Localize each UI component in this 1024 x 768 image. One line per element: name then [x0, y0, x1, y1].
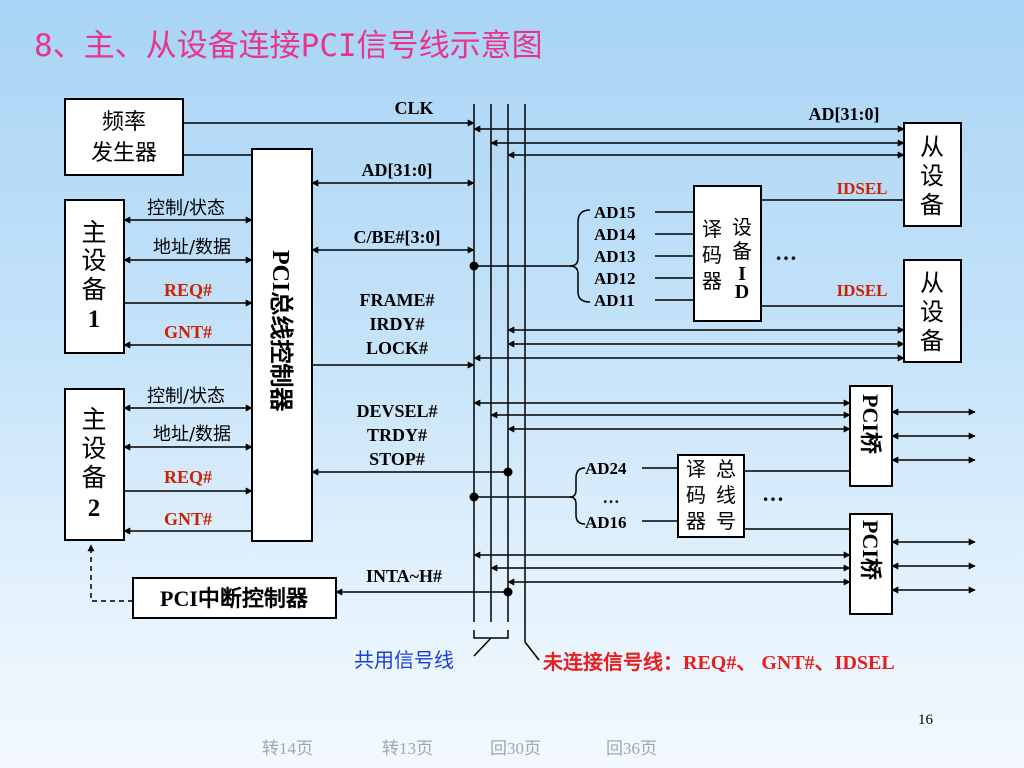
slave1-char-1: 设 — [920, 162, 944, 190]
bus-number-decoder: 译 码 器 总 线 号 — [677, 454, 745, 538]
interrupt-controller-label: PCI中断控制器 — [160, 586, 309, 611]
slave2-char-2: 备 — [920, 327, 944, 355]
bus-decoder-col1-0: 译 — [686, 457, 706, 481]
signal-trdy-label: TRDY# — [367, 425, 427, 445]
master2-char-0: 主 — [81, 405, 106, 434]
junction-dot — [503, 467, 513, 477]
master1-req-label: REQ# — [164, 280, 212, 300]
slave2-idsel-label: IDSEL — [836, 281, 887, 300]
slave1-char-2: 备 — [920, 191, 944, 219]
dev-decoder-col2-3: D — [735, 281, 749, 303]
page-title: 8、主、从设备连接PCI信号线示意图 — [34, 28, 543, 64]
decoder-input-ad14: AD14 — [594, 225, 636, 244]
pci-bus-lines — [473, 104, 526, 642]
master2-addr-label: 地址/数据 — [153, 424, 231, 445]
legend-shared-label: 共用信号线 — [354, 648, 454, 672]
signal-irdy-label: IRDY# — [369, 314, 424, 334]
freq-gen-label-line2: 发生器 — [91, 141, 157, 166]
slave-device-2: 从 设 备 — [903, 259, 962, 363]
legend-unconnected-label: 未连接信号线：REQ#、 GNT#、IDSEL — [543, 650, 895, 674]
master2-char-1: 设 — [81, 434, 106, 463]
decoder-input-ad15: AD15 — [594, 203, 636, 222]
bus-decoder-input-ad16: AD16 — [585, 513, 627, 532]
interrupt-controller: PCI中断控制器 — [132, 577, 337, 619]
bus-decoder-ellipsis: … — [762, 481, 784, 506]
dev-decoder-col2-0: 设 — [732, 215, 752, 239]
master1-char-2: 备 — [81, 275, 106, 304]
pci-bus-controller: PCI总线控制器 — [251, 148, 313, 542]
junction-dot — [503, 587, 513, 597]
master2-req-label: REQ# — [164, 467, 212, 487]
dev-decoder-col1-0: 译 — [702, 217, 722, 241]
master2-char-3: 2 — [88, 495, 101, 522]
signal-frame-label: FRAME# — [360, 290, 435, 310]
slave2-char-1: 设 — [920, 298, 944, 326]
slave1-char-0: 从 — [920, 133, 944, 161]
nav-link-back-36[interactable]: 回36页 — [606, 739, 657, 758]
pci-bridge1-label: PCI桥 — [858, 394, 883, 454]
bus-decoder-col1-1: 码 — [686, 483, 706, 507]
pci-controller-label: PCI总线控制器 — [267, 250, 295, 412]
interrupt-dashed-line — [87, 544, 133, 602]
slave1-idsel-label: IDSEL — [836, 179, 887, 198]
master2-gnt-label: GNT# — [164, 509, 212, 529]
bus-decoder-col2-1: 线 — [716, 483, 736, 507]
bus-decoder-col2-2: 号 — [716, 509, 736, 533]
nav-link-goto-13[interactable]: 转13页 — [382, 739, 433, 758]
pci-bridge2-label: PCI桥 — [858, 520, 883, 580]
signal-stop-label: STOP# — [369, 449, 425, 469]
slave2-char-0: 从 — [920, 269, 944, 297]
master1-char-3: 1 — [88, 306, 101, 333]
nav-link-back-30[interactable]: 回30页 — [490, 739, 541, 758]
signal-lock-label: LOCK# — [366, 338, 428, 358]
master2-char-2: 备 — [81, 463, 106, 492]
signal-ad-right-label: AD[31:0] — [809, 104, 880, 124]
master1-ctrl-label: 控制/状态 — [147, 198, 225, 219]
master1-gnt-label: GNT# — [164, 322, 212, 342]
signal-clk-label: CLK — [394, 98, 433, 118]
pci-bridge-2: PCI桥 — [849, 513, 893, 615]
master1-char-1: 设 — [81, 246, 106, 275]
dev-decoder-col2-2: I — [738, 263, 746, 285]
decoder-input-ad13: AD13 — [594, 247, 636, 266]
slave-device-1: 从 设 备 — [903, 122, 962, 227]
frequency-generator: 频率 发生器 — [64, 98, 184, 176]
device-id-decoder: 译 码 器 设 备 I D — [693, 185, 762, 322]
freq-gen-label-line1: 频率 — [102, 110, 146, 135]
pci-bridge-1: PCI桥 — [849, 385, 893, 487]
master1-addr-label: 地址/数据 — [153, 237, 231, 258]
dev-decoder-ellipsis: … — [775, 240, 797, 265]
signal-ad-ctrl-label: AD[31:0] — [362, 160, 433, 180]
nav-link-goto-14[interactable]: 转14页 — [262, 739, 313, 758]
bus-decoder-col1-2: 器 — [686, 509, 706, 533]
signal-inta-label: INTA~H# — [366, 566, 442, 586]
bus-decoder-col2-0: 总 — [716, 457, 736, 481]
bus-decoder-input-mid: … — [603, 488, 620, 507]
shared-lines-bracket — [473, 630, 509, 639]
page-number: 16 — [918, 712, 933, 728]
decoder-input-ad11: AD11 — [594, 291, 635, 310]
dev-decoder-col1-2: 器 — [702, 269, 722, 293]
master-device-1: 主 设 备 1 — [64, 199, 125, 354]
dev-decoder-col1-1: 码 — [702, 243, 722, 267]
master2-ctrl-label: 控制/状态 — [147, 386, 225, 407]
bus-decoder-input-ad24: AD24 — [585, 459, 627, 478]
signal-devsel-label: DEVSEL# — [356, 401, 437, 421]
junction-dot — [469, 492, 479, 502]
signal-cbe-label: C/BE#[3:0] — [354, 227, 441, 247]
master1-char-0: 主 — [81, 218, 106, 247]
decoder-input-ad12: AD12 — [594, 269, 636, 288]
master-device-2: 主 设 备 2 — [64, 388, 125, 541]
slide-nav: 转14页 转13页 回30页 回36页 — [0, 734, 1024, 758]
dev-decoder-col2-1: 备 — [732, 239, 752, 263]
